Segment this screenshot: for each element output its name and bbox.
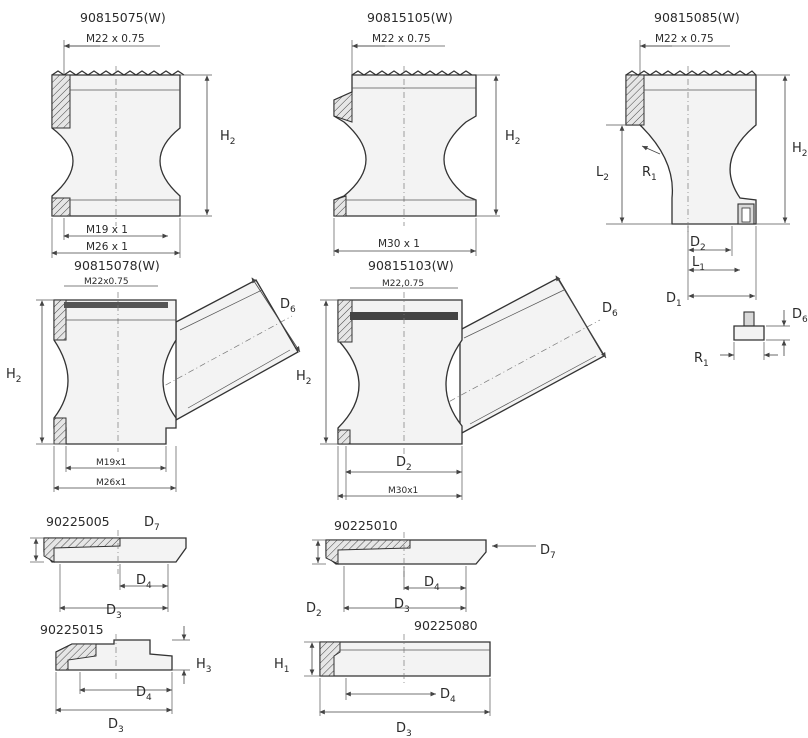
top-thread-label: M22 x 0.75 [372,33,431,45]
d6-label: D6 [280,297,296,315]
bottom-thread-label: M30 x 1 [378,238,420,250]
height-label-h: H2 [296,369,312,387]
height-label-h: H2 [505,129,521,147]
top-thread-label: M22 x 0.75 [86,33,145,45]
h3-label: H3 [196,657,212,675]
top-thread-label: M22,0.75 [382,279,424,289]
height-label-h: H2 [6,367,22,385]
part-90225015: 90225015 H3 D4 D3 [40,622,212,735]
top-thread-label: M22x0.75 [84,277,129,287]
d7-label: D7 [540,543,556,561]
d4-label: D4 [424,575,440,593]
d3-label: D3 [106,603,122,621]
r1-label: R1 [642,165,657,183]
d4-label: D4 [440,687,456,705]
part-90815075: 90815075(W) M22 x 0.75 H2 M19 x 1 M26 x … [51,10,236,258]
d3-label: D3 [108,717,124,735]
fitting-body [337,299,463,445]
part-code-label: 90225015 [40,622,104,637]
d2-label: D2 [396,455,412,473]
fitting-body [333,74,477,217]
part-90225080: 90225080 H1 D4 D3 [274,618,491,738]
d7-label: D7 [144,515,160,533]
d6-label: D6 [602,301,618,319]
d6-label: D6 [792,307,808,325]
bottom-thread-label-1: M19 x 1 [86,224,128,236]
part-code-label: 90225005 [46,514,110,529]
bottom-thread-label-2: M26 x 1 [86,241,128,253]
d4-label: D4 [136,685,152,703]
part-90225010: 90225010 D7 D2 D4 D3 [306,518,556,619]
d2-label: D2 [306,601,322,619]
h1-label: H1 [274,657,290,675]
part-90815085: 90815085(W) M22 x 0.75 L2 R1 H2 D2 L1 D1 [596,10,808,309]
d3-label: D3 [396,721,412,738]
part-code-label: 90815075(W) [80,10,166,25]
d2-label: D2 [690,235,706,253]
part-code-label: 90815078(W) [74,258,160,273]
part-90815103: 90815103(W) M22,0.75 H2 D6 D2 M30x1 [296,258,618,500]
height-label-h: H2 [220,129,236,147]
part-90225005: 90225005 D7 D4 D3 [30,514,187,621]
part-code-label: 90225080 [414,618,478,633]
plug-body [319,641,491,677]
top-thread-label: M22 x 0.75 [655,33,714,45]
l2-label: L2 [596,165,609,183]
d4-label: D4 [136,573,152,591]
part-code-label: 90225010 [334,518,398,533]
h2-label: H2 [792,141,808,159]
bottom-thread-label-2: M26x1 [96,478,126,488]
l1-label: L1 [692,255,705,273]
branch-pipe [459,277,605,436]
d3-label: D3 [394,597,410,615]
fitting-body [53,299,177,445]
part-insert-detail: D6 R1 [694,307,808,369]
d1-label: D1 [666,291,682,309]
r1-label: R1 [694,351,709,369]
bottom-thread-label-1: M19x1 [96,458,126,468]
bottom-thread-label: M30x1 [388,486,418,496]
part-code-label: 90815105(W) [367,10,453,25]
part-90815105: 90815105(W) M22 x 0.75 H2 M30 x 1 [333,10,521,256]
part-code-label: 90815085(W) [654,10,740,25]
part-90815078: 90815078(W) M22x0.75 H2 D6 M19x1 M26x1 [6,258,301,492]
part-code-label: 90815103(W) [368,258,454,273]
fitting-body [625,74,757,225]
